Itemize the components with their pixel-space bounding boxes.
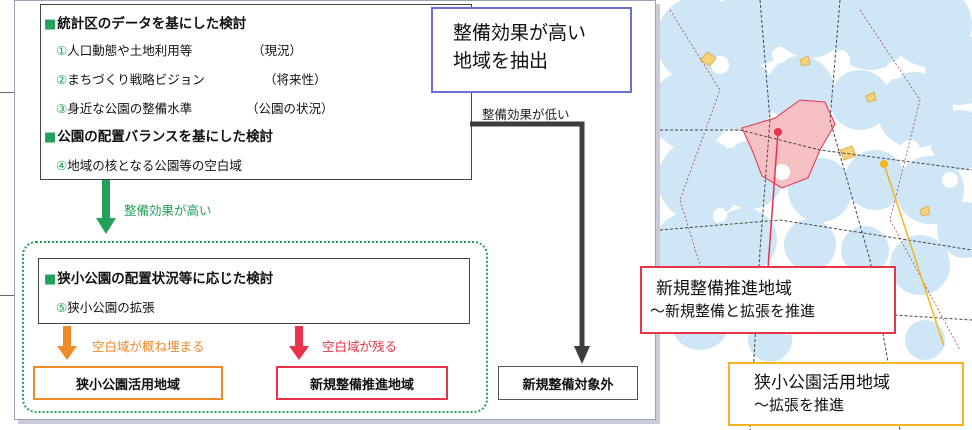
item-2: ②まちづくり戦略ビジョン bbox=[56, 69, 205, 88]
item-1: ①人口動態や土地利用等 bbox=[56, 40, 192, 59]
item-1-note: （現況） bbox=[252, 43, 303, 58]
bullet-square-icon: ■ bbox=[44, 17, 57, 32]
bullet-square-icon: ■ bbox=[44, 272, 57, 287]
result-excluded: 新規整備対象外 bbox=[498, 366, 638, 400]
heading-small-park: ■狭小公園の配置状況等に応じた検討 bbox=[44, 267, 273, 287]
label-mostly-filled: 空白域が概ね埋まる bbox=[92, 339, 205, 354]
small-park-box bbox=[38, 258, 470, 324]
left-bracket bbox=[0, 92, 14, 296]
heading-statistics: ■統計区のデータを基にした検討 bbox=[44, 12, 246, 32]
label-low-effect: 整備効果が低い bbox=[482, 107, 570, 122]
callout-red-line-2: ～新規整備と拡張を推進 bbox=[650, 302, 816, 320]
arrow-low-effect-icon bbox=[470, 121, 590, 364]
item-3-text: 身近な公園の整備水準 bbox=[67, 101, 193, 116]
number-3: ③ bbox=[56, 101, 68, 116]
item-1-text: 人口動態や土地利用等 bbox=[67, 43, 193, 58]
label-high-effect: 整備効果が高い bbox=[124, 203, 212, 218]
heading-statistics-text: 統計区のデータを基にした検討 bbox=[57, 16, 247, 32]
arrow-down-green-icon bbox=[96, 180, 116, 234]
number-2: ② bbox=[56, 72, 68, 87]
item-2-note: （将来性） bbox=[264, 72, 327, 87]
item-3-note: （公園の状況） bbox=[246, 101, 334, 116]
item-4-text: 地域の核となる公園等の空白域 bbox=[67, 158, 242, 173]
callout-yellow-line-1: 狭小公園活用地域 bbox=[754, 373, 890, 393]
bullet-square-icon: ■ bbox=[44, 130, 57, 145]
arrow-down-red-icon bbox=[289, 326, 309, 360]
number-5: ⑤ bbox=[56, 300, 68, 315]
item-5: ⑤狭小公園の拡張 bbox=[56, 297, 155, 316]
item-4: ④地域の核となる公園等の空白域 bbox=[56, 155, 242, 174]
result-small-park: 狭小公園活用地域 bbox=[33, 366, 223, 400]
heading-small-park-text: 狭小公園の配置状況等に応じた検討 bbox=[57, 271, 274, 287]
heading-balance-text: 公園の配置バランスを基にした検討 bbox=[57, 129, 274, 145]
callout-yellow-line-2: ～拡張を推進 bbox=[754, 396, 845, 414]
item-3: ③身近な公園の整備水準 bbox=[56, 98, 192, 117]
extract-line-1: 整備効果が高い bbox=[453, 22, 587, 44]
heading-balance: ■公園の配置バランスを基にした検討 bbox=[44, 125, 273, 145]
number-1: ① bbox=[56, 43, 68, 58]
callout-red-line-1: 新規整備推進地域 bbox=[656, 279, 792, 299]
item-5-text: 狭小公園の拡張 bbox=[67, 300, 155, 315]
item-2-text: まちづくり戦略ビジョン bbox=[67, 72, 205, 87]
connector-line bbox=[0, 92, 1, 93]
callout-new-development: 新規整備推進地域 ～新規整備と拡張を推進 bbox=[640, 266, 896, 334]
callout-small-park: 狭小公園活用地域 ～拡張を推進 bbox=[728, 362, 964, 426]
analysis-box bbox=[40, 4, 472, 180]
number-4: ④ bbox=[56, 158, 68, 173]
small-park-group bbox=[22, 241, 488, 413]
extract-highlight-box: 整備効果が高い 地域を抽出 bbox=[431, 7, 632, 93]
label-gap-remains: 空白域が残る bbox=[322, 339, 398, 354]
result-new-development: 新規整備推進地域 bbox=[276, 366, 448, 400]
extract-line-2: 地域を抽出 bbox=[453, 50, 549, 72]
arrow-down-orange-icon bbox=[57, 326, 77, 360]
district-map bbox=[660, 0, 972, 430]
